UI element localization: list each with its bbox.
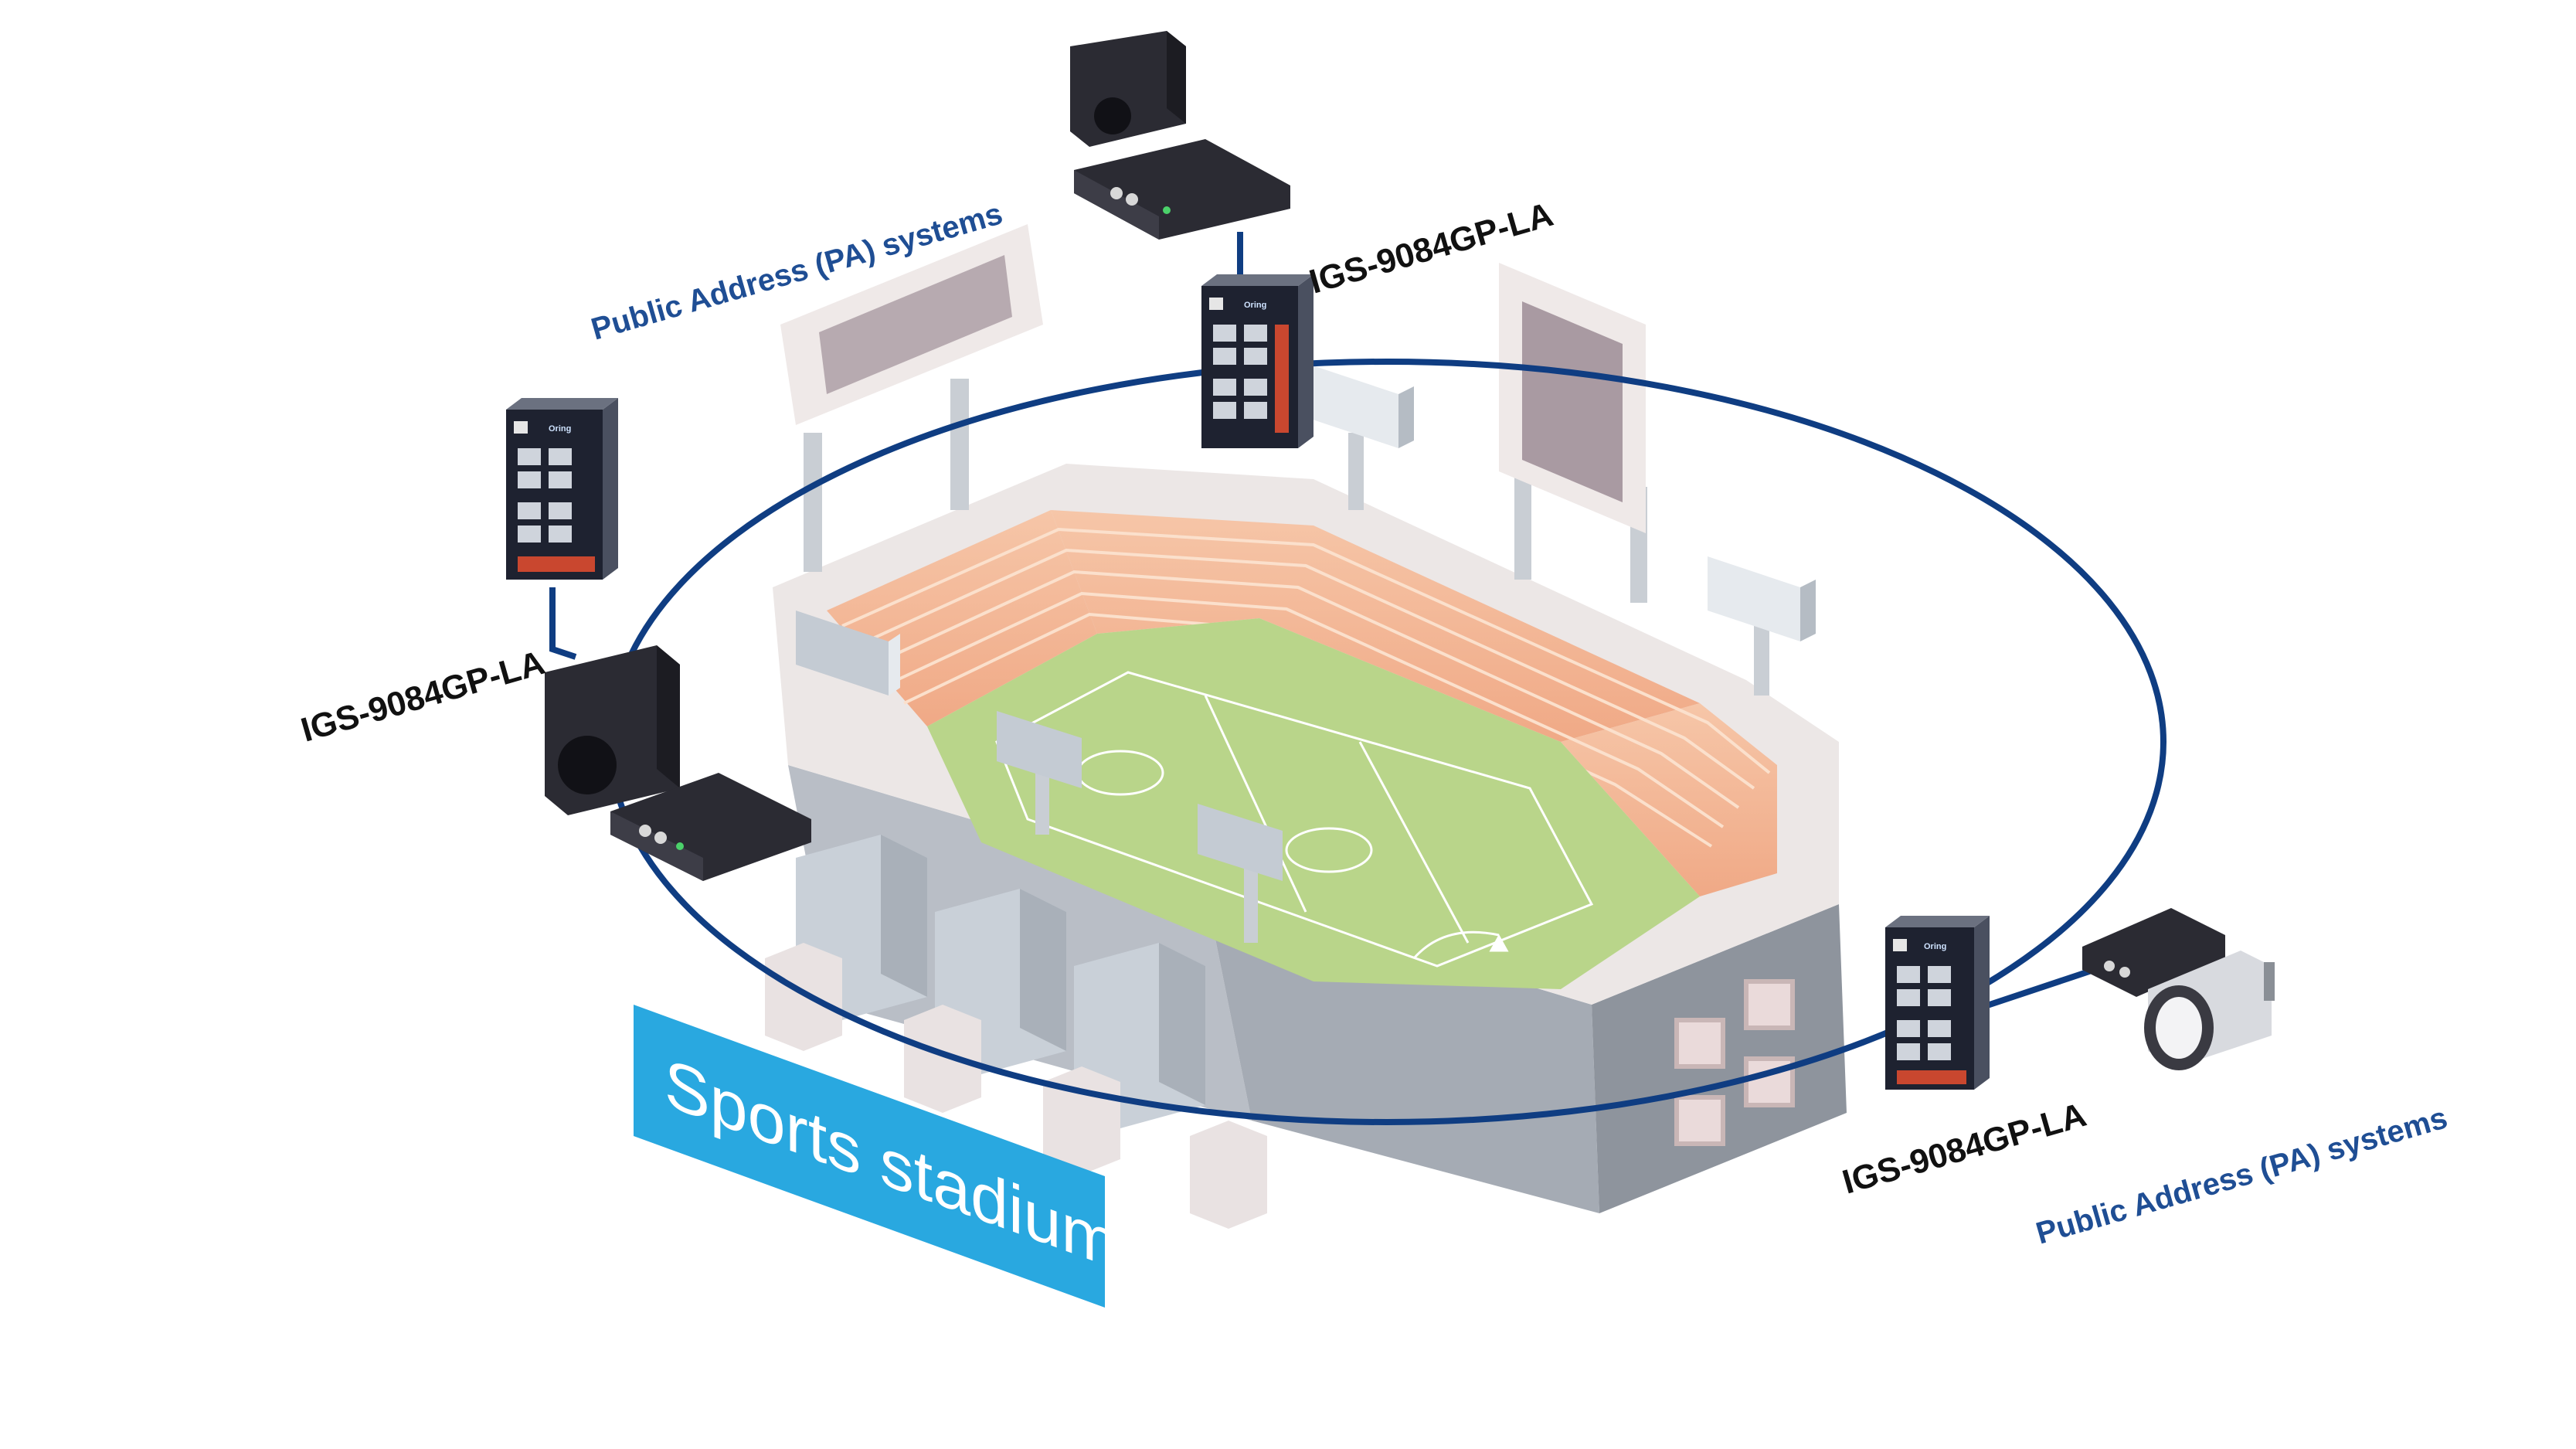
label-switch-bottom-right: IGS-9084GP-LA	[1838, 1096, 2090, 1202]
floodlight-2	[1708, 556, 1816, 696]
field-markings	[995, 671, 1594, 968]
switch-bottom-right: Oring	[1885, 916, 1990, 1090]
label-switch-left: IGS-9084GP-LA	[297, 644, 549, 750]
switch-left-brand: Oring	[549, 424, 571, 434]
switch-right-brand: Oring	[1924, 942, 1946, 951]
stadium-seating-right	[1561, 703, 1777, 896]
pa-system-top	[1070, 31, 1290, 240]
scoreboard-left	[780, 224, 1043, 572]
stadium-field	[927, 618, 1700, 989]
pa-system-left	[545, 645, 811, 881]
switch-top: Oring	[1201, 274, 1313, 448]
floodlight-3	[796, 611, 900, 696]
link-switch-left-pa-left	[549, 587, 577, 660]
pa-system-right	[2082, 908, 2275, 1070]
floodlight-1	[1306, 363, 1414, 510]
stadium	[765, 224, 1847, 1229]
floodlight-4	[997, 711, 1082, 835]
switch-left: Oring	[506, 398, 618, 580]
stadium-entrances	[765, 835, 1267, 1229]
label-pa-systems-right: Public Address (PA) systems	[2032, 1100, 2451, 1250]
floodlight-5	[1198, 804, 1283, 943]
amplifier-right	[2082, 908, 2225, 997]
stadium-seating-back	[1051, 510, 1700, 742]
switch-top-brand: Oring	[1244, 301, 1266, 310]
scoreboard-right	[1499, 263, 1647, 603]
